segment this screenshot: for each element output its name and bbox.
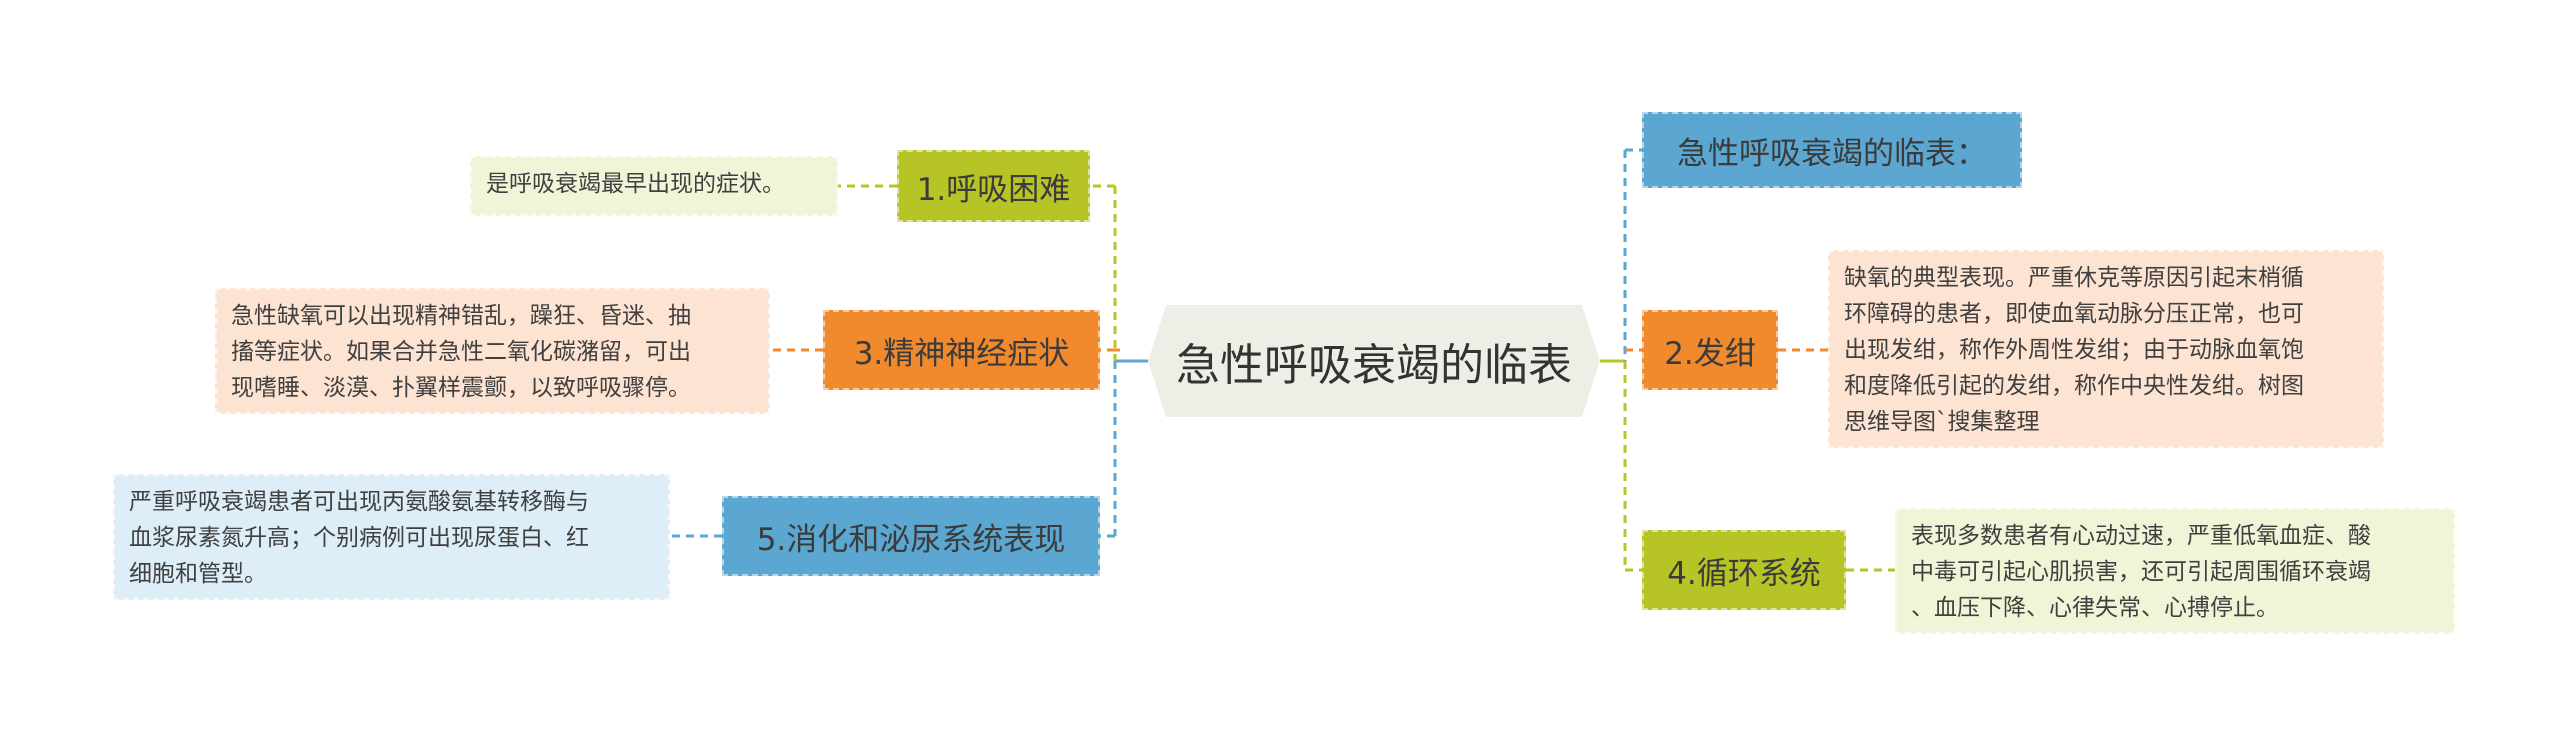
note-line: 、血压下降、心律失常、心搏停止。	[1911, 595, 2279, 621]
note-neuro-symptoms: 急性缺氧可以出现精神错乱，躁狂、昏迷、抽 搐等症状。如果合并急性二氧化碳潴留，可…	[215, 288, 770, 414]
note-line: 严重呼吸衰竭患者可出现丙氨酸氨基转移酶与	[129, 489, 589, 515]
branch-label: 2.发绀	[1664, 335, 1756, 372]
branch-label: 1.呼吸困难	[916, 171, 1071, 208]
note-line: 搐等症状。如果合并急性二氧化碳潴留，可出	[231, 339, 691, 365]
note-breathing-difficulty: 是呼吸衰竭最早出现的症状。	[470, 156, 838, 216]
note-line: 是呼吸衰竭最早出现的症状。	[486, 171, 785, 197]
note-circulatory-system: 表现多数患者有心动过速，严重低氧血症、酸 中毒可引起心肌损害，还可引起周围循环衰…	[1895, 508, 2455, 634]
branch-label: 4.循环系统	[1667, 555, 1821, 592]
note-line: 缺氧的典型表现。严重休克等原因引起末梢循	[1844, 265, 2304, 291]
branch-breathing-difficulty[interactable]: 1.呼吸困难	[897, 150, 1090, 222]
note-cyanosis: 缺氧的典型表现。严重休克等原因引起末梢循 环障碍的患者，即使血氧动脉分压正常，也…	[1828, 250, 2384, 448]
note-digestive-urinary: 严重呼吸衰竭患者可出现丙氨酸氨基转移酶与 血浆尿素氮升高；个别病例可出现尿蛋白、…	[113, 474, 670, 600]
note-line: 出现发绀，称作外周性发绀；由于动脉血氧饱	[1844, 337, 2304, 363]
branch-label: 5.消化和泌尿系统表现	[756, 521, 1066, 558]
branch-cyanosis[interactable]: 2.发绀	[1642, 310, 1778, 390]
note-line: 中毒可引起心肌损害，还可引起周围循环衰竭	[1911, 559, 2371, 585]
branch-circulatory-system[interactable]: 4.循环系统	[1642, 530, 1846, 610]
branch-right-title[interactable]: 急性呼吸衰竭的临表：	[1642, 112, 2022, 188]
branch-label: 急性呼吸衰竭的临表：	[1677, 135, 1987, 172]
note-line: 细胞和管型。	[129, 561, 267, 587]
branch-label: 3.精神神经症状	[853, 335, 1070, 372]
note-line: 和度降低引起的发绀，称作中央性发绀。树图	[1844, 373, 2304, 399]
note-line: 思维导图`搜集整理	[1844, 409, 2040, 435]
center-node[interactable]: 急性呼吸衰竭的临表	[1148, 305, 1600, 417]
note-line: 血浆尿素氮升高；个别病例可出现尿蛋白、红	[129, 525, 589, 551]
note-line: 表现多数患者有心动过速，严重低氧血症、酸	[1911, 523, 2371, 549]
note-line: 环障碍的患者，即使血氧动脉分压正常，也可	[1844, 301, 2304, 327]
note-line: 现嗜睡、淡漠、扑翼样震颤，以致呼吸骤停。	[231, 375, 691, 401]
branch-neuro-symptoms[interactable]: 3.精神神经症状	[823, 310, 1100, 390]
center-label: 急性呼吸衰竭的临表	[1176, 340, 1572, 391]
branch-digestive-urinary[interactable]: 5.消化和泌尿系统表现	[722, 496, 1100, 576]
note-line: 急性缺氧可以出现精神错乱，躁狂、昏迷、抽	[231, 303, 691, 329]
